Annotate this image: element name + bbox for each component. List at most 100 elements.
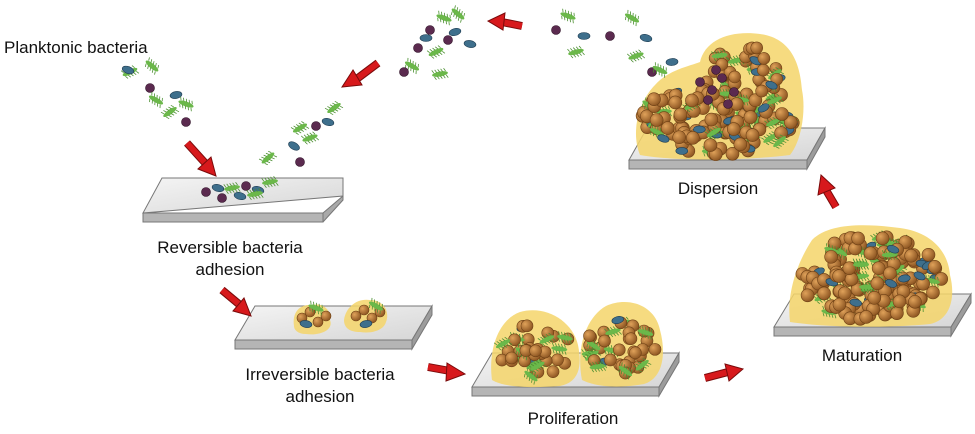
coccus-cell [832,297,847,312]
arrow-maturation-to-dispersion [817,173,840,210]
label-irreversible-adhesion-line2: adhesion [285,387,355,406]
coccus-cell [726,122,741,136]
green-flagellated-cell [258,150,278,166]
label-dispersion: Dispersion [677,179,759,198]
coccus-cell [703,138,718,152]
green-flagellated-cell [764,115,783,130]
blue-bacillus-cell [675,147,689,155]
coccus-cell [728,70,741,84]
green-flagellated-cell [436,10,452,26]
green-flagellated-cell [450,5,466,23]
purple-coccus-cell [295,157,305,167]
arrow-proliferation-to-maturation [703,363,745,382]
purple-coccus-cell [425,25,435,35]
blue-bacillus-cell [169,91,183,99]
coccus-cell [863,246,878,261]
coccus-cell [660,121,675,135]
coccus-cell [583,329,596,343]
blue-bacillus-cell [887,245,900,254]
purple-coccus-cell [703,95,713,105]
green-flagellated-cell [246,188,264,200]
slab-irreversible [234,304,433,351]
coccus-cell [745,128,760,142]
blue-bacillus-cell [639,33,653,43]
coccus-cell [743,110,758,124]
blue-bacillus-cell [233,191,247,201]
coccus-cell [704,112,719,127]
green-flagellated-cell [704,125,724,140]
purple-coccus-cell [181,117,191,127]
coccus-cell [612,343,626,357]
blue-bacillus-cell [288,141,300,151]
arrow-reversible-to-irreversible [219,286,252,317]
coccus-cell [757,52,771,65]
blue-bacillus-cell [419,34,433,42]
green-flagellated-cell [761,131,780,146]
green-flagellated-cell [178,96,194,112]
green-flagellated-cell [160,104,180,120]
purple-coccus-cell [217,193,227,203]
coccus-cell [837,286,852,301]
coccus-cell [672,130,687,145]
green-flagellated-cell [637,325,654,340]
green-flagellated-cell [528,359,547,374]
green-flagellated-cell [324,100,344,116]
coccus-cell [320,310,332,322]
blue-bacillus-cell [885,279,898,288]
coccus-cell [685,93,699,108]
purple-coccus-cell [201,187,211,197]
arrow-irreversible-to-proliferation [427,362,467,382]
purple-coccus-cell [311,121,321,131]
coccus-cell [755,84,768,98]
coccus-cell [648,343,662,356]
coccus-cell [800,288,815,303]
blue-bacillus-cell [448,27,462,37]
blue-bacillus-cell [321,117,335,127]
coccus-cell [775,107,789,121]
label-reversible-adhesion-line1: Reversible bacteria [157,238,303,257]
green-flagellated-cell [223,182,241,194]
green-flagellated-cell [537,332,556,347]
coccus-cell [867,291,882,305]
green-flagellated-cell [560,8,576,24]
coccus-cell [733,137,748,152]
coccus-cell [649,113,664,127]
purple-coccus-cell [711,65,721,75]
arrow-planktonic-to-reversible [184,140,217,177]
purple-coccus-cell [717,73,727,83]
green-flagellated-cell [853,259,870,270]
label-proliferation: Proliferation [527,409,619,428]
purple-coccus-cell [695,77,705,87]
coccus-cell [883,266,897,281]
green-flagellated-cell [261,176,279,188]
green-flagellated-cell [551,342,568,355]
blue-bacillus-cell [577,32,591,40]
coccus-cell [817,286,831,301]
coccus-cell [312,316,324,328]
green-flagellated-cell [726,54,745,67]
coccus-cell [904,248,918,263]
coccus-cell [844,272,859,286]
green-flagellated-cell [290,121,310,135]
coccus-cell [842,261,857,275]
coccus-cell [629,346,642,360]
green-flagellated-cell [426,45,446,59]
green-flagellated-cell [765,93,784,108]
coccus-cell [358,304,370,316]
green-flagellated-cell [770,134,789,149]
blue-bacillus-cell [757,103,770,113]
blue-bacillus-cell [463,40,477,48]
purple-coccus-cell [707,85,717,95]
coccus-cell [871,261,886,276]
green-flagellated-cell [493,336,513,351]
green-flagellated-cell [624,9,640,27]
blue-bacillus-cell [211,183,225,193]
green-flagellated-cell [557,331,573,345]
coccus-cell [520,319,534,333]
green-flagellated-cell [633,358,652,373]
coccus-cell [870,276,885,291]
coccus-cell [927,259,942,274]
green-flagellated-cell [626,49,646,63]
